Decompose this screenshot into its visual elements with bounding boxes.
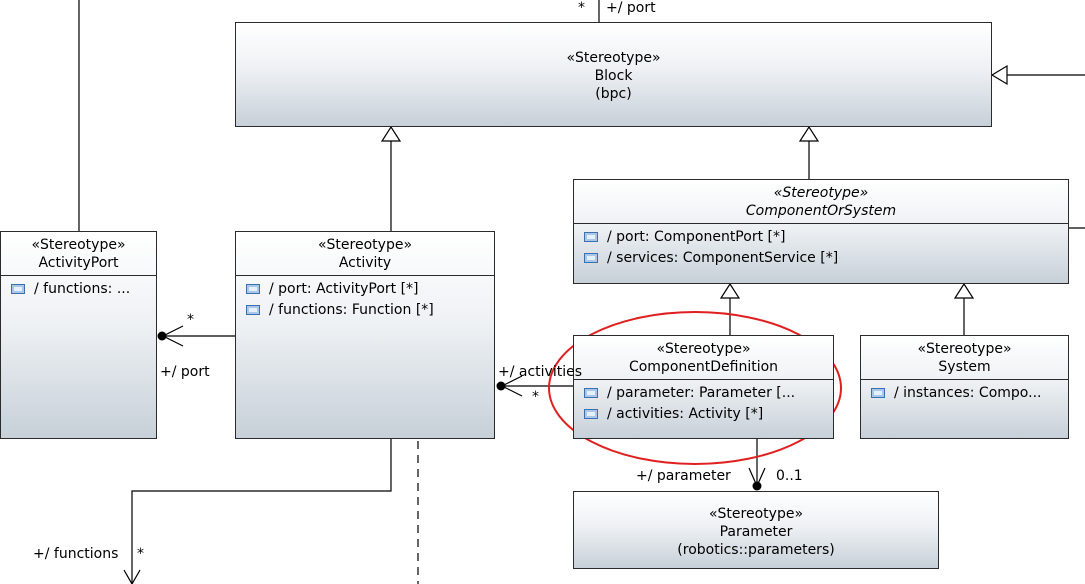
attribute-row[interactable]: / instances: Compo... (861, 383, 1068, 404)
componentorsystem-class[interactable]: «Stereotype» ComponentOrSystem / port: C… (573, 179, 1069, 284)
attribute-list: / instances: Compo... (861, 380, 1068, 404)
class-package: (bpc) (595, 86, 632, 102)
class-name: ComponentOrSystem (745, 203, 897, 219)
activityport-class[interactable]: «Stereotype» ActivityPort / functions: .… (0, 231, 157, 439)
cos-generalization-arrow (798, 125, 820, 142)
activityport-ownership-dot (157, 331, 167, 341)
attribute-row[interactable]: / port: ComponentPort [*] (574, 227, 1068, 248)
attribute-text: / functions: Function [*] (269, 302, 434, 318)
cd-generalization-arrow (719, 282, 741, 299)
highlight-ellipse (548, 311, 842, 465)
componentdefinition-header: «Stereotype» ComponentDefinition (574, 336, 833, 380)
attribute-row[interactable]: / functions: Function [*] (236, 300, 494, 321)
functions-multiplicity: * (137, 546, 144, 562)
parameter-class[interactable]: «Stereotype» Parameter (robotics::parame… (573, 491, 939, 569)
property-icon (246, 284, 260, 294)
activity-functions-line (131, 439, 392, 584)
activityport-role: +/ port (160, 364, 210, 380)
block-class[interactable]: «Stereotype» Block (bpc) (235, 22, 992, 127)
activity-class[interactable]: «Stereotype» Activity / port: ActivityPo… (235, 231, 495, 439)
attribute-list: / functions: ... (1, 276, 156, 300)
stereotype-label: «Stereotype» (566, 50, 661, 66)
property-icon (584, 232, 598, 242)
activity-ownership-dot (496, 381, 506, 391)
activityport-header: «Stereotype» ActivityPort (1, 232, 156, 276)
class-package: (robotics::parameters) (677, 542, 835, 558)
stereotype-label: «Stereotype» (773, 185, 869, 201)
activities-multiplicity: * (532, 389, 539, 405)
attribute-row[interactable]: / activities: Activity [*] (574, 404, 833, 425)
class-name: Activity (338, 255, 392, 271)
activityport-multiplicity: * (187, 312, 194, 328)
property-icon (871, 388, 885, 398)
parameter-ownership-dot (752, 481, 762, 491)
attribute-text: / activities: Activity [*] (607, 406, 764, 422)
class-name: Block (594, 68, 633, 84)
componentorsystem-header: «Stereotype» ComponentOrSystem (574, 180, 1068, 224)
class-name: ActivityPort (38, 255, 119, 271)
parameter-header: «Stereotype» Parameter (robotics::parame… (574, 492, 938, 559)
attribute-row[interactable]: / port: ActivityPort [*] (236, 279, 494, 300)
stereotype-label: «Stereotype» (656, 341, 751, 357)
stereotype-label: «Stereotype» (917, 341, 1012, 357)
attribute-row[interactable]: / parameter: Parameter [... (574, 383, 833, 404)
functions-arrowhead (123, 569, 141, 584)
attribute-row[interactable]: / services: ComponentService [*] (574, 248, 1068, 269)
class-name: System (938, 359, 991, 375)
componentdefinition-class[interactable]: «Stereotype» ComponentDefinition / param… (573, 335, 834, 439)
activity-generalization-arrow (380, 125, 402, 142)
attribute-text: / parameter: Parameter [... (607, 385, 796, 401)
property-icon (11, 284, 25, 294)
system-header: «Stereotype» System (861, 336, 1068, 380)
property-icon (584, 388, 598, 398)
activities-role: +/ activities (498, 364, 583, 380)
parameter-role: +/ parameter (636, 468, 731, 484)
class-name: Parameter (719, 524, 793, 540)
property-icon (246, 305, 260, 315)
attribute-row[interactable]: / functions: ... (1, 279, 156, 300)
block-port-multiplicity: * (578, 0, 585, 16)
parameter-multiplicity: 0..1 (776, 468, 803, 484)
attribute-text: / functions: ... (34, 281, 131, 297)
attribute-text: / services: ComponentService [*] (607, 250, 839, 266)
functions-role: +/ functions (33, 546, 119, 562)
class-name: ComponentDefinition (628, 359, 779, 375)
attribute-list: / parameter: Parameter [... / activities… (574, 380, 833, 425)
block-header: «Stereotype» Block (bpc) (236, 23, 991, 103)
attribute-list: / port: ActivityPort [*] / functions: Fu… (236, 276, 494, 321)
stereotype-label: «Stereotype» (317, 237, 413, 253)
property-icon (584, 253, 598, 263)
attribute-text: / port: ActivityPort [*] (269, 281, 419, 297)
attribute-list: / port: ComponentPort [*] / services: Co… (574, 224, 1068, 269)
stereotype-label: «Stereotype» (31, 237, 126, 253)
stereotype-label: «Stereotype» (708, 506, 804, 522)
block-port-role: +/ port (606, 0, 656, 16)
property-icon (584, 409, 598, 419)
activity-header: «Stereotype» Activity (236, 232, 494, 276)
block-right-generalization-arrow (990, 64, 1008, 86)
attribute-text: / instances: Compo... (894, 385, 1042, 401)
system-class[interactable]: «Stereotype» System / instances: Compo..… (860, 335, 1069, 439)
attribute-text: / port: ComponentPort [*] (607, 229, 786, 245)
system-generalization-arrow (953, 282, 975, 299)
